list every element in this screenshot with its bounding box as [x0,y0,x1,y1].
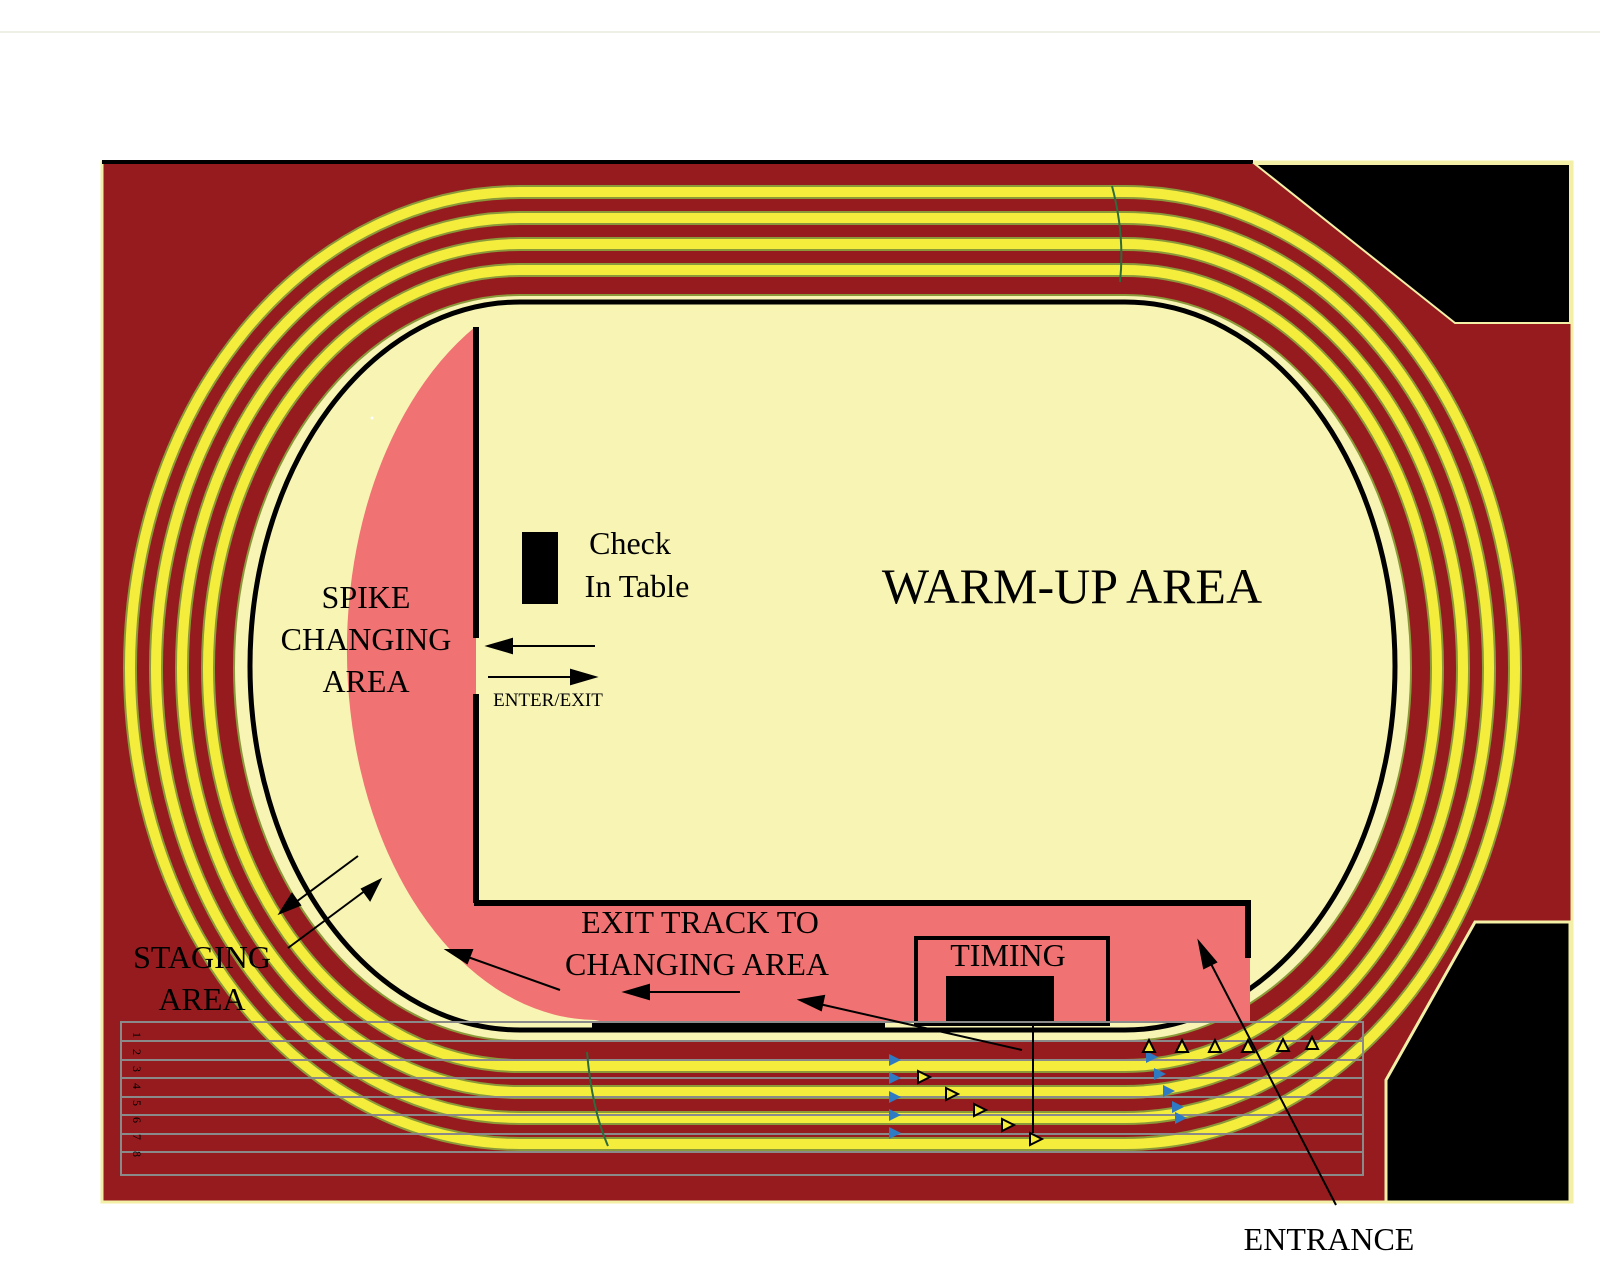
lane-number: 3 [130,1066,144,1072]
staging-area-label-line1: STAGING [133,939,271,975]
lane-break-bottom [586,1051,609,1147]
inner-curb [247,299,1398,1033]
lane-grid-border [120,1021,1364,1176]
lane-break-top [1111,185,1123,283]
spike-area-label-line1: SPIKE [322,579,411,615]
lane-number: 2 [130,1049,144,1055]
check-in-table [522,532,558,604]
timing-equipment [946,976,1054,1024]
lane-number: 7 [130,1134,144,1140]
lane-number: 5 [130,1100,144,1106]
enter-exit-arrows [484,637,599,686]
lane-grid [121,1040,1363,1153]
entrance-label: ENTRANCE [1244,1221,1415,1257]
exit-track-arrows [443,949,1023,1051]
building-bottom-right [1384,920,1572,1204]
staging-area-label-line2: AREA [158,981,245,1017]
warmup-area-label: WARM-UP AREA [882,558,1262,614]
lane-number: 4 [130,1083,144,1089]
check-in-label-line2: In Table [585,568,690,604]
lane-number: 8 [130,1151,144,1157]
exit-track-label-line1: EXIT TRACK TO [581,904,819,940]
spike-changing-area [346,327,1250,1022]
spike-area-label-line3: AREA [322,663,409,699]
stagger-markers [917,1069,1045,1147]
speck [370,416,374,420]
entrance-arrow [1197,938,1337,1206]
building-top-right [1252,163,1571,324]
lane-rings [123,185,1522,1151]
check-in-label-line1: Check [589,525,671,561]
start-markers-blue [889,1051,1187,1139]
exit-track-label-line2: CHANGING AREA [565,946,829,982]
lane-number-list: 1 2 3 4 5 6 7 8 [130,1032,144,1157]
timing-label: TIMING [950,937,1066,973]
spike-area-label-line2: CHANGING [281,621,452,657]
warmup-walls [473,327,1251,1028]
enter-exit-label: ENTER/EXIT [493,690,603,711]
lane-number: 6 [130,1117,144,1123]
lane-number: 1 [130,1032,144,1038]
staging-arrows [277,855,383,949]
waterfall-markers [1141,1034,1320,1053]
